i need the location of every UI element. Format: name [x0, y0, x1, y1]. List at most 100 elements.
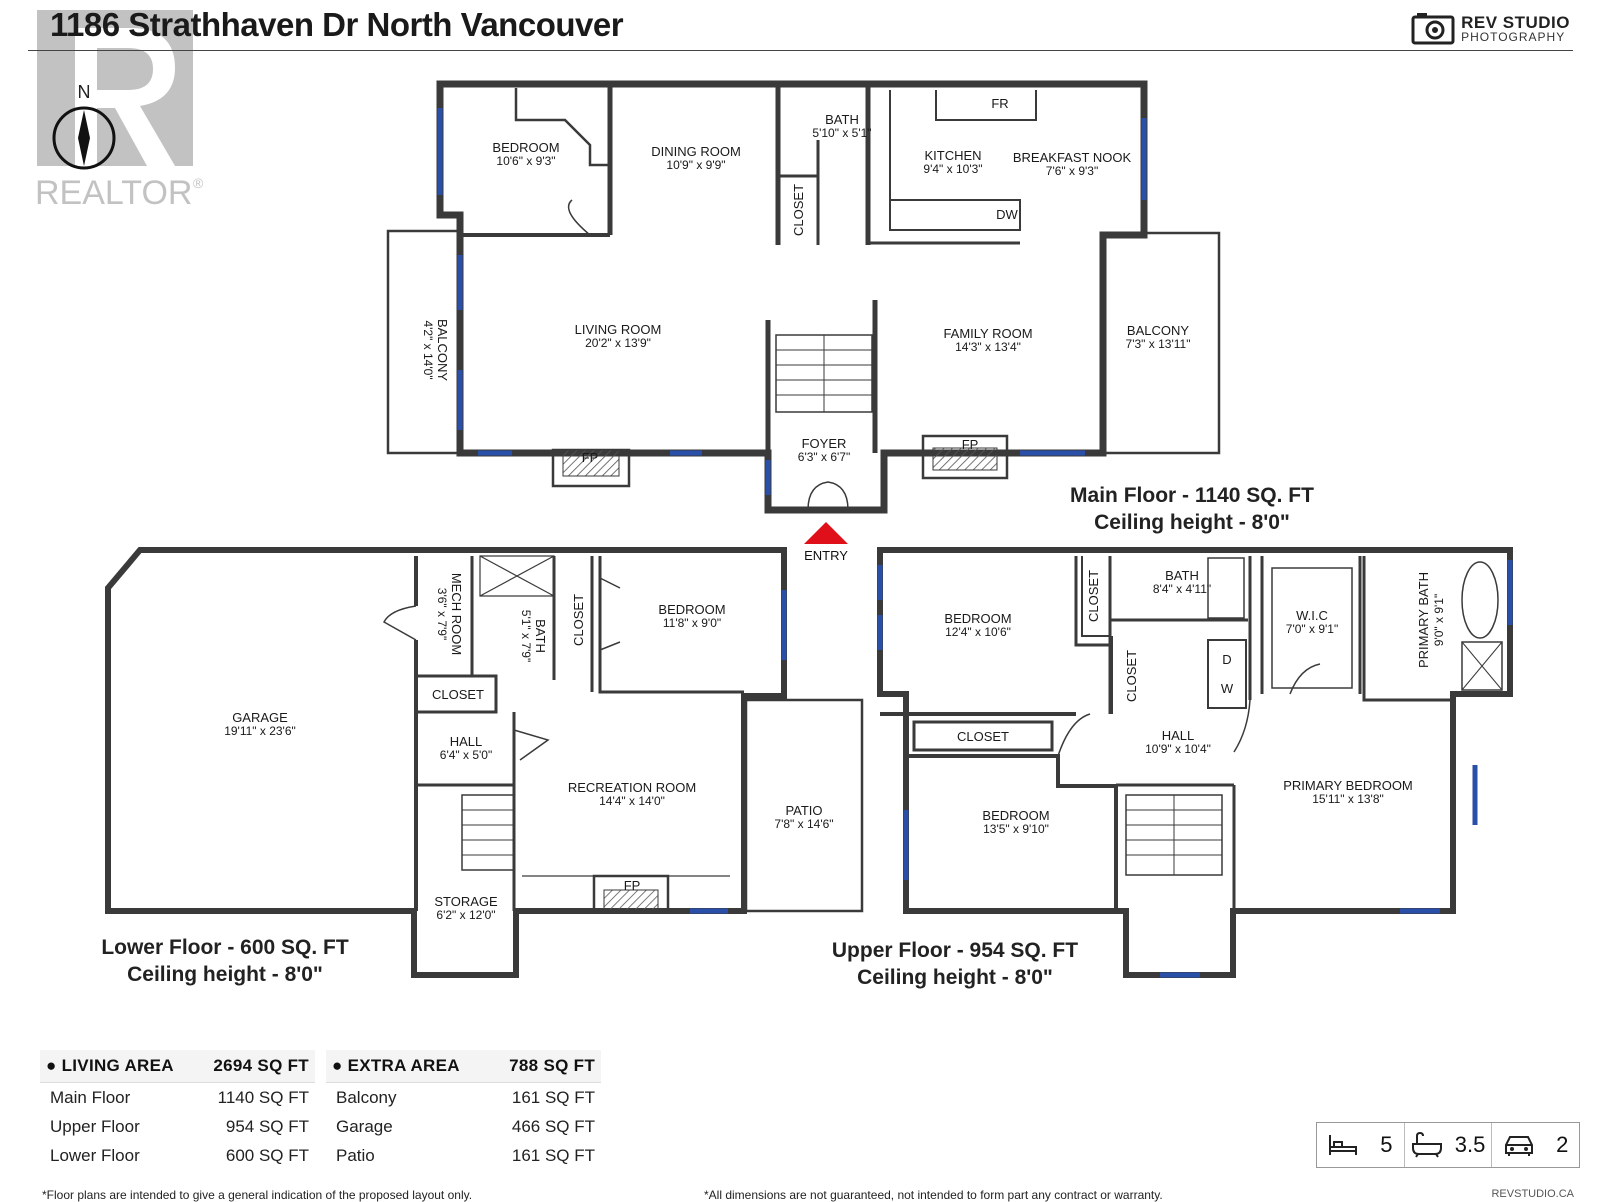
label-fireplace-recreation: FP: [624, 878, 641, 893]
entry-marker: ENTRY: [804, 522, 848, 563]
room-main-bedroom: BEDROOM: [492, 140, 559, 155]
dim-main-bedroom: 10'6" x 9'3": [496, 154, 555, 168]
extra-area-header: ● EXTRA AREA 788 SQ FT: [326, 1050, 601, 1083]
main-floor-ceiling: Ceiling height - 8'0": [1094, 511, 1290, 534]
room-recreation: RECREATION ROOM: [568, 780, 696, 795]
upper-floor-caption: Upper Floor - 954 SQ. FT Ceiling height …: [830, 937, 1080, 991]
dim-upper-bedroom-1: 12'4" x 10'6": [945, 625, 1011, 639]
room-patio: PATIO: [785, 803, 822, 818]
label-main-closet: CLOSET: [791, 184, 806, 236]
room-dining: DINING ROOM: [651, 144, 741, 159]
label-fireplace-living: FP: [582, 450, 599, 465]
table-row: Patio 161 SQ FT: [326, 1141, 601, 1170]
main-floor-labels: BEDROOM 10'6" x 9'3" DINING ROOM 10'9" x…: [421, 96, 1190, 465]
bathtub-icon: [1411, 1132, 1442, 1158]
dim-patio: 7'8" x 14'6": [774, 817, 833, 831]
car-icon: [1504, 1136, 1533, 1156]
upper-floor-plan: [877, 547, 1513, 978]
label-lower-closet-a: CLOSET: [571, 594, 586, 646]
patio-outline: [744, 698, 864, 913]
label-fireplace-family: FP: [962, 437, 979, 452]
row-label: Garage: [336, 1116, 393, 1136]
lower-floor-title: Lower Floor - 600 SQ. FT: [101, 936, 349, 959]
room-upper-hall: HALL: [1162, 728, 1195, 743]
label-dishwasher: DW: [996, 207, 1018, 222]
lower-floor-plan: [105, 547, 864, 978]
room-family: FAMILY ROOM: [943, 326, 1032, 341]
upper-floor-windows: [877, 560, 1513, 978]
dim-living: 20'2" x 13'9": [585, 336, 651, 350]
dim-upper-bath: 8'4" x 4'11": [1153, 582, 1211, 596]
dim-balcony-west: 4'2" x 14'0": [421, 320, 435, 379]
compass-north-label: N: [78, 82, 91, 102]
upper-floor-ceiling: Ceiling height - 8'0": [857, 966, 1053, 989]
room-garage: GARAGE: [232, 710, 288, 725]
main-floor-caption: Main Floor - 1140 SQ. FT Ceiling height …: [1062, 482, 1322, 536]
room-lower-hall: HALL: [450, 734, 483, 749]
main-floor-plan: [386, 80, 1221, 514]
room-upper-bedroom-2: BEDROOM: [982, 808, 1049, 823]
room-main-bath: BATH: [825, 112, 859, 127]
room-primary-bath: PRIMARY BATH: [1416, 572, 1431, 668]
living-area-title: LIVING AREA: [61, 1056, 174, 1075]
entry-label: ENTRY: [804, 548, 848, 563]
property-stats: 5 3.5 2: [1316, 1122, 1580, 1168]
room-balcony-west: BALCONY: [435, 319, 450, 381]
lower-floor-labels: GARAGE 19'11" x 23'6" MECH ROOM 3'6" x 7…: [224, 573, 833, 922]
upper-floor-title: Upper Floor - 954 SQ. FT: [831, 939, 1079, 962]
room-upper-bath: BATH: [1165, 568, 1199, 583]
dim-upper-bedroom-2: 13'5" x 9'10": [983, 822, 1049, 836]
row-label: Patio: [336, 1145, 375, 1165]
bed-icon: [1329, 1135, 1358, 1155]
row-value: 161 SQ FT: [511, 1087, 595, 1107]
row-label: Lower Floor: [50, 1145, 140, 1165]
page-title: 1186 Strathhaven Dr North Vancouver: [50, 6, 624, 43]
room-storage: STORAGE: [434, 894, 498, 909]
footnote-layout: *Floor plans are intended to give a gene…: [42, 1188, 473, 1202]
row-label: Balcony: [336, 1087, 397, 1107]
living-area-header: ● LIVING AREA 2694 SQ FT: [40, 1050, 315, 1083]
dim-foyer: 6'3" x 6'7": [798, 450, 850, 464]
row-value: 161 SQ FT: [511, 1145, 595, 1165]
floor-plan-drawing: N: [52, 80, 1513, 978]
dim-wic: 7'0" x 9'1": [1286, 622, 1338, 636]
balcony-east: [1101, 231, 1221, 455]
dim-breakfast-nook: 7'6" x 9'3": [1046, 164, 1098, 178]
room-wic: W.I.C: [1296, 608, 1328, 623]
room-living: LIVING ROOM: [575, 322, 662, 337]
room-lower-bath: BATH: [533, 619, 548, 653]
footer-website: REVSTUDIO.CA: [1491, 1188, 1574, 1200]
extra-area-total: 788 SQ FT: [509, 1056, 595, 1075]
studio-subtitle: PHOTOGRAPHY: [1461, 29, 1566, 44]
room-foyer: FOYER: [802, 436, 847, 451]
upper-floor-labels: BEDROOM 12'4" x 10'6" BATH 8'4" x 4'11" …: [944, 568, 1446, 836]
footnote-dimensions: *All dimensions are not guaranteed, not …: [704, 1188, 1163, 1202]
table-row: Balcony 161 SQ FT: [326, 1083, 601, 1112]
dim-lower-bedroom: 11'8" x 9'0": [663, 616, 721, 630]
dim-lower-hall: 6'4" x 5'0": [440, 748, 492, 762]
label-washer: W: [1221, 681, 1234, 696]
row-label: Main Floor: [50, 1087, 131, 1107]
parking-stat: 2: [1492, 1123, 1579, 1167]
label-upper-closet-c: CLOSET: [957, 729, 1009, 744]
lower-floor-caption: Lower Floor - 600 SQ. FT Ceiling height …: [100, 934, 350, 988]
dim-family: 14'3" x 13'4": [955, 340, 1021, 354]
room-kitchen: KITCHEN: [924, 148, 981, 163]
dim-upper-hall: 10'9" x 10'4": [1145, 742, 1211, 756]
dim-lower-bath: 5'1" x 7'9": [519, 610, 533, 662]
lower-floor-windows: [690, 590, 787, 914]
label-fridge: FR: [991, 96, 1008, 111]
row-value: 954 SQ FT: [225, 1116, 309, 1136]
living-area-total: 2694 SQ FT: [213, 1056, 309, 1075]
dim-mech: 3'6" x 7'9": [435, 588, 449, 640]
main-floor-windows: [437, 108, 1147, 495]
label-upper-closet-a: CLOSET: [1086, 570, 1101, 622]
bedrooms-count: 5: [1380, 1132, 1393, 1157]
dim-primary-bedroom: 15'11" x 13'8": [1312, 792, 1384, 806]
balcony-west: [386, 229, 462, 455]
dim-kitchen: 9'4" x 10'3": [923, 162, 982, 176]
label-lower-closet-b: CLOSET: [432, 687, 484, 702]
dim-garage: 19'11" x 23'6": [224, 724, 296, 738]
